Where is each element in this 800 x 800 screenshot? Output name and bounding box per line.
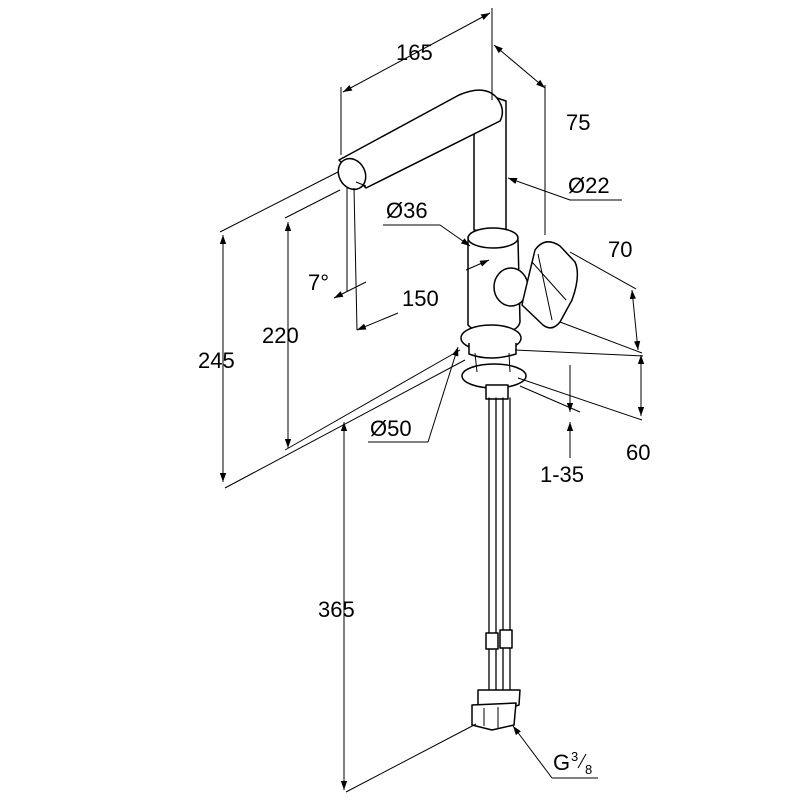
label-base-depth: 60 — [626, 440, 650, 465]
faucet-lever — [521, 241, 579, 329]
dim-connection-thread: G 3 8 — [512, 725, 598, 779]
label-spout-length: 150 — [402, 286, 439, 311]
dim-total-height: 245 — [198, 171, 466, 489]
dim-spout-reach: 165 — [340, 8, 493, 155]
label-connection-main: G — [553, 750, 570, 775]
label-total-height: 245 — [198, 348, 235, 373]
dim-spout-diameter: Ø22 — [507, 173, 622, 201]
dim-outlet-height: 220 — [262, 189, 461, 451]
label-body-diameter: Ø36 — [386, 198, 428, 223]
dim-body-diameter: Ø36 — [383, 198, 471, 247]
dim-lever-height: 70 — [559, 237, 643, 354]
dim-hose-length: 365 — [318, 422, 477, 793]
supply-hoses — [471, 397, 521, 731]
label-deck-thickness: 1-35 — [540, 462, 584, 487]
label-top-offset: 75 — [566, 110, 590, 135]
label-spout-reach: 165 — [396, 40, 433, 65]
label-spout-diameter: Ø22 — [568, 173, 610, 198]
dim-deck-thickness: 1-35 — [519, 365, 584, 487]
dim-swivel-angle: 7° — [308, 187, 367, 331]
label-connection-frac-den: 8 — [585, 762, 592, 777]
faucet-spout — [337, 89, 507, 235]
label-swivel-angle: 7° — [308, 270, 329, 295]
label-lever-height: 70 — [608, 237, 632, 262]
label-connection-frac-num: 3 — [571, 749, 578, 764]
label-base-diameter: Ø50 — [370, 416, 412, 441]
label-outlet-height: 220 — [262, 323, 299, 348]
dim-top-offset: 75 — [493, 44, 590, 235]
dim-base-depth: 60 — [514, 349, 650, 465]
faucet-base — [460, 324, 527, 400]
faucet-body — [467, 227, 529, 335]
dim-spout-length: 150 — [356, 259, 490, 331]
dim-base-diameter: Ø50 — [368, 346, 459, 443]
label-hose-length: 365 — [318, 597, 355, 622]
